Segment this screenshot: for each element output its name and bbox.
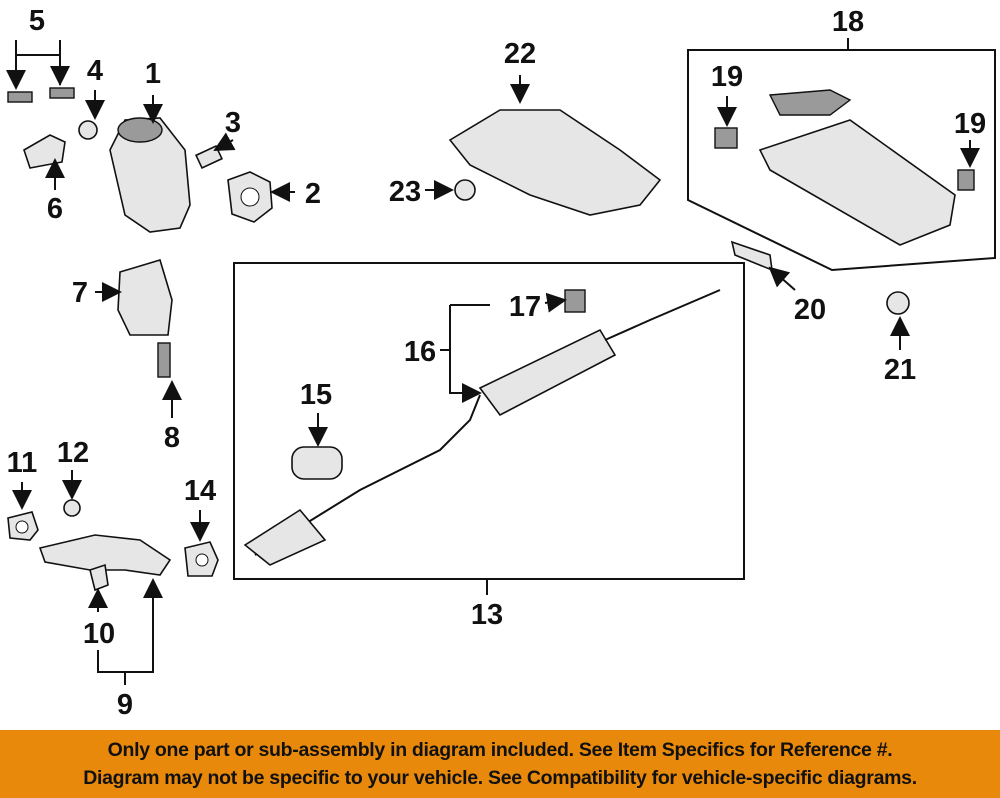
callout-1: 1 — [145, 58, 161, 90]
gasket-11[interactable] — [7, 511, 39, 541]
gasket-2[interactable] — [227, 171, 273, 223]
nut-4[interactable] — [78, 120, 98, 140]
callout-11: 11 — [7, 447, 38, 479]
disclaimer-line-1: Only one part or sub-assembly in diagram… — [107, 739, 893, 761]
nut-12[interactable] — [63, 499, 81, 517]
leader-5 — [15, 40, 61, 85]
callout-15: 15 — [300, 379, 332, 411]
callout-20: 20 — [794, 294, 826, 326]
hanger-17[interactable] — [564, 289, 586, 313]
callout-6: 6 — [47, 193, 63, 225]
stud-3[interactable] — [195, 144, 223, 170]
callout-22: 22 — [504, 38, 536, 70]
heat-shield-7[interactable] — [117, 259, 173, 336]
disclaimer-banner: Only one part or sub-assembly in diagram… — [0, 730, 1000, 798]
catalytic-converter-1[interactable] — [109, 117, 191, 233]
diagram-canvas: 5 4 1 3 2 6 7 8 11 12 14 10 9 22 23 18 1… — [6, 5, 996, 721]
callout-16: 16 — [404, 336, 436, 368]
muffler-16[interactable] — [243, 289, 721, 566]
assembly-box-13 — [233, 262, 745, 580]
callout-23: 23 — [389, 176, 421, 208]
callout-14: 14 — [184, 475, 216, 507]
callout-3: 3 — [225, 107, 241, 139]
gasket-20[interactable] — [730, 240, 773, 272]
clip-23[interactable] — [454, 179, 476, 201]
callout-2: 2 — [305, 178, 321, 210]
callout-21: 21 — [884, 354, 916, 386]
callout-8: 8 — [164, 422, 180, 454]
callout-12: 12 — [57, 437, 89, 469]
hanger-19a[interactable] — [714, 127, 738, 149]
bolt-5a[interactable] — [7, 91, 33, 103]
heat-shield-22[interactable] — [448, 109, 662, 216]
rear-muffler-18[interactable] — [758, 89, 956, 246]
assembly-box-18 — [687, 49, 996, 272]
bracket-6[interactable] — [23, 134, 66, 169]
callout-19-right: 19 — [954, 108, 986, 140]
callout-10: 10 — [83, 618, 115, 650]
callout-9: 9 — [117, 689, 133, 721]
callout-18: 18 — [832, 6, 864, 38]
cap-21[interactable] — [886, 291, 910, 315]
callout-5: 5 — [29, 5, 45, 37]
hanger-19b[interactable] — [957, 169, 975, 191]
bolt-8[interactable] — [157, 342, 171, 378]
callout-13: 13 — [471, 599, 503, 631]
callout-7: 7 — [72, 277, 88, 309]
exhaust-manifold-9[interactable] — [38, 534, 172, 576]
disclaimer-line-2: Diagram may not be specific to your vehi… — [83, 767, 917, 789]
clamp-15[interactable] — [291, 446, 343, 480]
gasket-14[interactable] — [184, 541, 219, 577]
gasket-10[interactable] — [89, 563, 109, 592]
bolt-5b[interactable] — [49, 87, 75, 99]
callout-17: 17 — [509, 291, 541, 323]
callout-4: 4 — [87, 55, 103, 87]
callout-19-left: 19 — [711, 61, 743, 93]
